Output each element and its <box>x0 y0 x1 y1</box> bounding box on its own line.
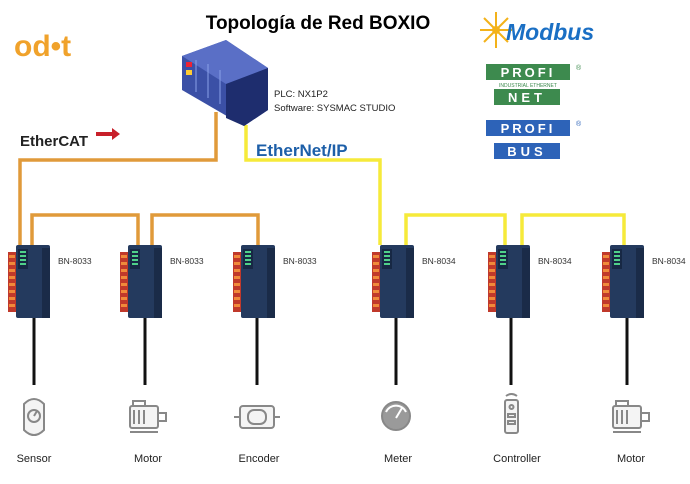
module-label: BN-8034 <box>422 256 456 266</box>
motor-icon <box>612 400 650 433</box>
profinet-sub-text: INDUSTRIAL ETHERNET <box>499 83 557 89</box>
profinet-logo: PROFI INDUSTRIAL ETHERNET NET ® <box>486 64 582 105</box>
module-label: BN-8033 <box>283 256 317 266</box>
io-module: BN-8033 <box>233 245 317 318</box>
profibus-logo: PROFI BUS ® <box>486 120 582 159</box>
plc-unit <box>182 40 268 126</box>
device-label: Encoder <box>239 453 280 465</box>
svg-text:®: ® <box>576 64 582 72</box>
device-labels: Sensor Motor Encoder Meter Controller Mo… <box>17 453 646 465</box>
devices <box>23 393 650 436</box>
device-cables <box>32 318 629 385</box>
plc-model-label: PLC: NX1P2 <box>274 89 328 100</box>
io-module: BN-8034 <box>372 245 456 318</box>
device-label: Controller <box>493 453 541 465</box>
brand-logo-text: od•t <box>14 30 71 63</box>
device-label: Meter <box>384 453 412 465</box>
module-label: BN-8034 <box>538 256 572 266</box>
profinet-top-text: PROFI <box>501 65 556 80</box>
sensor-icon <box>23 398 45 436</box>
ethercat-logo-text: EtherCAT <box>20 133 88 150</box>
diagram-title: Topología de Red BOXIO <box>206 13 430 34</box>
ethernetip-logo: EtherNet/IP <box>256 141 348 160</box>
io-module: BN-8033 <box>120 245 204 318</box>
modbus-logo: Modbus <box>480 12 594 48</box>
device-label: Motor <box>617 453 645 465</box>
module-label: BN-8033 <box>58 256 92 266</box>
ethercat-network-lines <box>18 112 260 245</box>
remote-controller-icon <box>504 393 519 434</box>
device-label: Sensor <box>17 453 52 465</box>
module-label: BN-8033 <box>170 256 204 266</box>
io-modules: BN-8033 BN-8033 BN-8033 BN-8034 BN-8034 BN-80… <box>8 245 686 318</box>
io-module: BN-8034 <box>488 245 572 318</box>
svg-text:®: ® <box>576 120 582 128</box>
io-module: BN-8033 <box>8 245 92 318</box>
motor-icon <box>129 400 167 433</box>
encoder-icon <box>234 405 280 429</box>
module-label: BN-8034 <box>652 256 686 266</box>
odot-logo: od•t <box>14 30 71 63</box>
profinet-bottom-text: NET <box>508 90 546 105</box>
plc-software-label: Software: SYSMAC STUDIO <box>274 103 395 114</box>
modbus-logo-text: Modbus <box>506 19 594 45</box>
profibus-bottom-text: BUS <box>507 144 546 159</box>
profibus-top-text: PROFI <box>501 121 556 136</box>
io-module: BN-8034 <box>602 245 686 318</box>
meter-icon <box>381 401 411 431</box>
ethercat-logo: EtherCAT <box>20 128 120 150</box>
ethernetip-network-lines <box>244 125 626 245</box>
device-label: Motor <box>134 453 162 465</box>
